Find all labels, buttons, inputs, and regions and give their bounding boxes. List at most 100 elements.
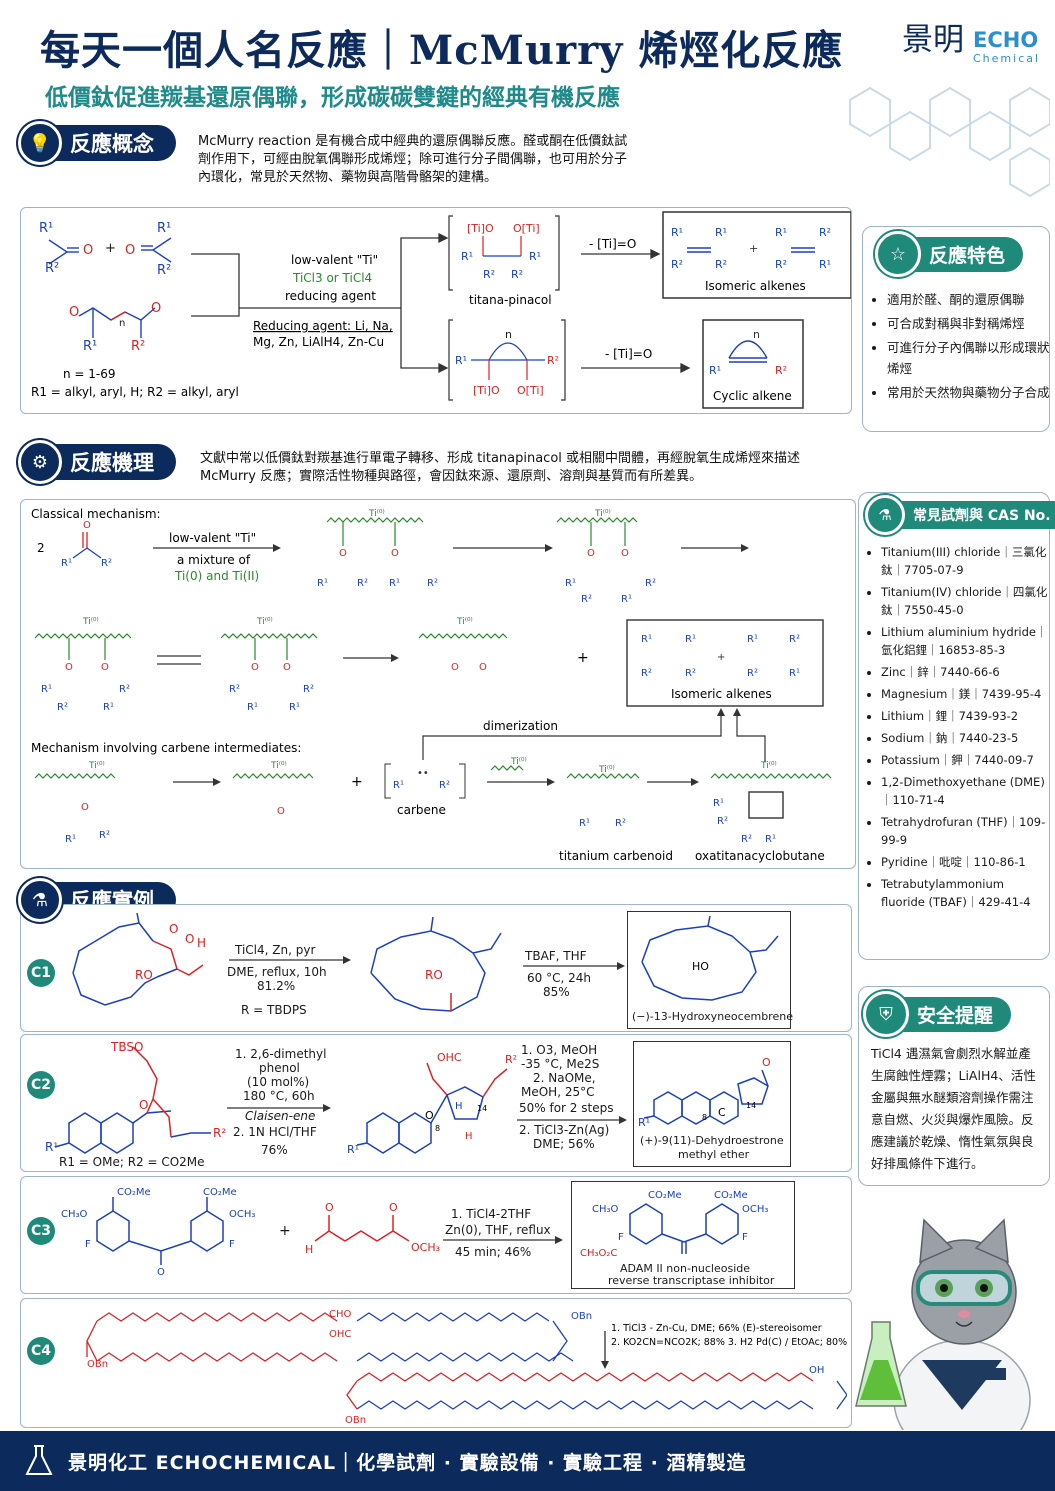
svg-text:O: O [762, 1056, 771, 1069]
svg-text:H: H [305, 1243, 313, 1256]
c1-arrow-2 [523, 962, 625, 970]
titanium-carbenoid-label: titanium carbenoid [559, 849, 673, 863]
feature-item: 適用於醛、酮的還原偶聯 [887, 289, 1053, 310]
cyclic-alkene-label: Cyclic alkene [713, 389, 792, 403]
svg-text:14: 14 [746, 1101, 756, 1110]
svg-text:O: O [81, 802, 89, 813]
feature-item: 可進行分子內偶聯以形成環狀烯烴 [887, 337, 1053, 379]
example-c3-badge: C3 [27, 1217, 55, 1245]
svg-text:O[Ti]: O[Ti] [517, 384, 544, 397]
svg-text:2: 2 [37, 541, 45, 555]
svg-text:Ti⁽⁰⁾: Ti⁽⁰⁾ [88, 761, 105, 771]
c1-yield-2: 85% [543, 985, 570, 999]
svg-text:O: O [83, 243, 93, 258]
svg-text:R²: R² [229, 684, 240, 695]
svg-text:+: + [749, 242, 758, 255]
svg-text:R²: R² [715, 258, 727, 271]
svg-text:R²: R² [57, 702, 68, 713]
mech-ti-species: Ti(0) and Ti(II) [174, 569, 259, 583]
c1-condition-4: 60 °C, 24h [527, 971, 591, 985]
svg-text:Ti⁽⁰⁾: Ti⁽⁰⁾ [270, 761, 287, 771]
svg-text:O: O [479, 662, 487, 673]
svg-text:R¹: R¹ [45, 1140, 58, 1154]
c2-substrate-structure: TBSO O R¹ R² [45, 1040, 226, 1154]
hexagon-decoration-icon [849, 86, 1050, 198]
svg-text:R¹: R¹ [461, 250, 473, 263]
svg-text:O: O [325, 1201, 334, 1214]
svg-text:OCH₃: OCH₃ [411, 1241, 440, 1254]
svg-text:R¹: R¹ [579, 818, 590, 829]
oxatitanacyclobutane-label: oxatitanacyclobutane [695, 849, 825, 863]
footer-text: 景明化工 ECHOCHEMICAL｜化學試劑 · 實驗設備 · 實驗工程 · 酒… [68, 1451, 747, 1474]
feature-item: 可合成對稱與非對稱烯烴 [887, 313, 1053, 334]
svg-text:R²: R² [747, 668, 758, 679]
c4-condition-2: 2. KO2CN=NCO2K; 88% 3. H2 Pd(C) / EtOAc;… [611, 1337, 847, 1348]
svg-text:R¹: R¹ [789, 668, 800, 679]
svg-text:Ti⁽⁰⁾: Ti⁽⁰⁾ [510, 757, 527, 767]
concept-header: 💡 反應概念 [18, 121, 176, 165]
svg-text:R²: R² [213, 1126, 226, 1140]
loss-ti-oxide-2: - [Ti]=O [605, 347, 652, 361]
svg-text:O: O [69, 305, 79, 320]
svg-text:R²: R² [101, 558, 112, 569]
svg-text:O: O [277, 806, 285, 817]
svg-text:Ti⁽⁰⁾: Ti⁽⁰⁾ [760, 761, 777, 771]
r-definition: R1 = alkyl, aryl, H; R2 = alkyl, aryl [31, 385, 239, 399]
c2-condition-1c: (10 mol%) [247, 1075, 310, 1089]
features-header: ☆ 反應特色 [875, 231, 1024, 277]
example-c1-badge: C1 [27, 959, 55, 987]
reagent-item: Pyridine｜吡啶｜110-86-1 [881, 853, 1051, 871]
svg-text:+: + [577, 650, 589, 666]
svg-text:R²: R² [717, 816, 728, 827]
svg-text:R²: R² [741, 834, 752, 845]
svg-text:+: + [351, 774, 363, 790]
svg-text:R¹: R¹ [41, 684, 52, 695]
c2-condition-1a: 1. 2,6-dimethyl [235, 1047, 327, 1061]
svg-text:O: O [157, 1267, 165, 1278]
svg-text:CO₂Me: CO₂Me [117, 1187, 151, 1198]
concept-label: 反應概念 [52, 125, 176, 161]
svg-text:+: + [105, 241, 116, 256]
flask-icon: ⚗ [865, 495, 905, 535]
svg-text:HO: HO [692, 960, 709, 973]
titana-pinacol-label: titana-pinacol [469, 293, 552, 307]
reagent-item: Zinc｜鋅｜7440-66-6 [881, 663, 1051, 681]
loss-ti-oxide-1: - [Ti]=O [589, 237, 636, 251]
svg-text:TBSO: TBSO [110, 1040, 143, 1054]
svg-text:R¹: R¹ [819, 258, 831, 271]
reducing-agent-list: Reducing agent: Li, Na, [253, 319, 393, 333]
svg-text:R¹: R¹ [347, 1143, 359, 1156]
svg-text:CHO: CHO [329, 1309, 352, 1320]
svg-text:CO₂Me: CO₂Me [714, 1190, 748, 1201]
star-icon: ☆ [875, 231, 921, 277]
svg-text:n: n [505, 328, 512, 341]
lightbulb-icon: 💡 [18, 121, 62, 165]
svg-text:O: O [185, 932, 194, 946]
svg-text:R¹: R¹ [289, 702, 300, 713]
svg-text:R¹: R¹ [455, 354, 467, 367]
c3-condition-3: 45 min; 46% [455, 1245, 532, 1259]
svg-text:R²: R² [641, 668, 652, 679]
reagent-item: Sodium｜鈉｜7440-23-5 [881, 729, 1051, 747]
c2-condition-1d: 180 °C, 60h [243, 1089, 315, 1103]
svg-text:R²: R² [671, 258, 683, 271]
safety-header: ⛨ 安全提醒 [863, 991, 1012, 1037]
svg-text:OBn: OBn [571, 1311, 592, 1322]
svg-text:R¹: R¹ [713, 798, 724, 809]
c2-condition-3a: 1. O3, MeOH [521, 1043, 598, 1057]
svg-text:O: O [169, 922, 178, 936]
c2-product-name-2: methyl ether [678, 1148, 750, 1161]
svg-text:RO: RO [425, 968, 443, 982]
c1-product-name: (−)-13-Hydroxyneocembrene [632, 1010, 793, 1023]
svg-text:Ti⁽⁰⁾: Ti⁽⁰⁾ [594, 509, 611, 519]
svg-text:R²: R² [775, 258, 787, 271]
svg-text:R²: R² [581, 594, 592, 605]
c2-condition-3c: 2. NaOMe, [533, 1071, 596, 1085]
c2-condition-3b: -35 °C, Me2S [521, 1057, 600, 1071]
features-panel: ☆ 反應特色 適用於醛、酮的還原偶聯 可合成對稱與非對稱烯烴 可進行分子內偶聯以… [862, 226, 1050, 432]
svg-text:R¹: R¹ [65, 834, 76, 845]
